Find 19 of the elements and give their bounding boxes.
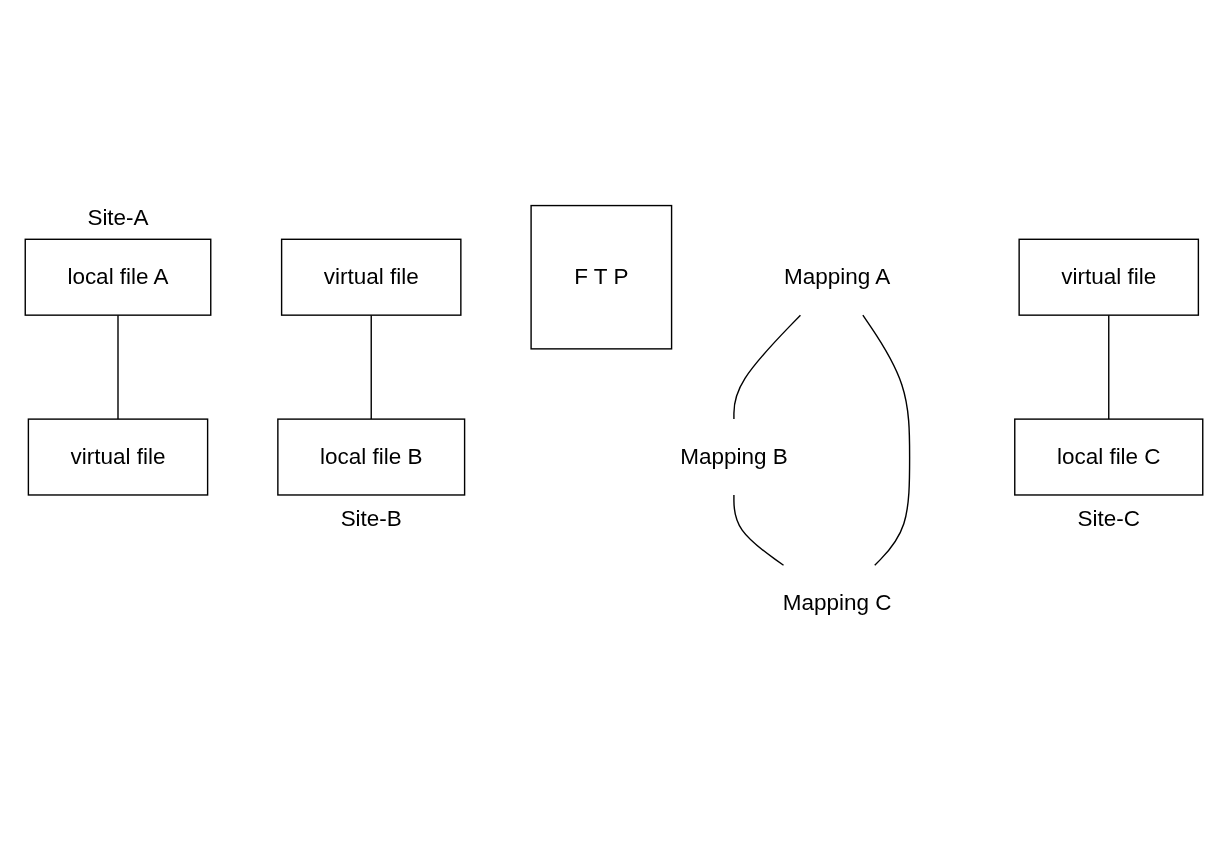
connector [862,314,911,566]
node-text: Mapping A [783,264,891,289]
connector [117,314,119,420]
node-box: virtual file [280,238,462,316]
connector [1108,314,1110,420]
node-box: virtual file [1018,238,1200,316]
node-box: local file C [1014,418,1204,496]
connector [733,314,802,420]
node-box: local file B [277,418,466,496]
node-text: Mapping C [782,590,892,615]
site-label: Site-A [87,205,149,231]
node-text: Mapping B [680,444,788,469]
node-box: F T P [530,204,673,350]
connector [733,494,785,566]
site-label: Site-C [1077,505,1140,531]
node-box: virtual file [27,418,209,496]
node-box: local file A [24,238,212,316]
site-label: Site-B [340,505,402,531]
connector [370,314,372,420]
